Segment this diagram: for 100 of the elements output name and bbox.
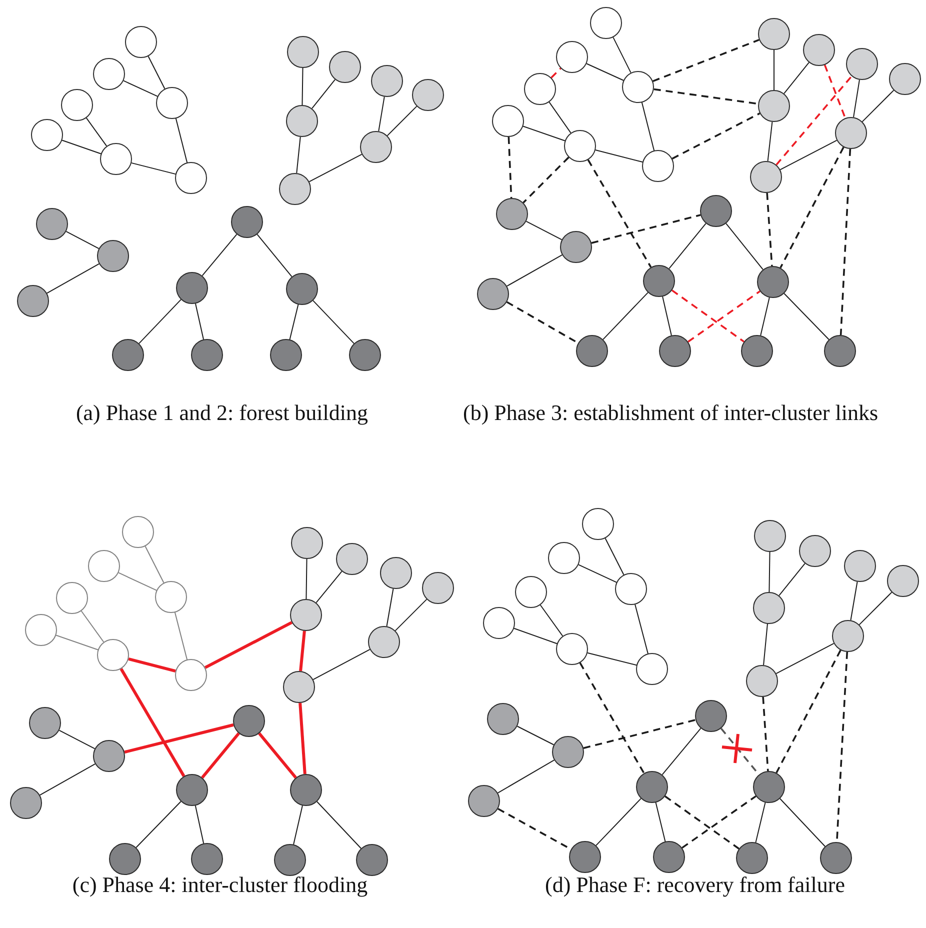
network-node [191, 339, 223, 371]
link-line [780, 140, 838, 170]
network-node [753, 592, 785, 624]
link-line [726, 222, 764, 270]
link-line [394, 598, 428, 632]
network-node [659, 335, 691, 367]
network-node [700, 195, 732, 227]
network-node [615, 573, 647, 605]
link-line [312, 300, 354, 344]
link-line [602, 292, 648, 340]
network-node [468, 785, 500, 817]
link-line [862, 90, 894, 122]
link-line [316, 570, 342, 604]
link-line [760, 297, 770, 336]
link-line [378, 96, 385, 132]
link-line [46, 263, 100, 294]
network-node [622, 71, 654, 103]
link-line [514, 628, 558, 644]
link-line [540, 604, 564, 636]
network-node [548, 542, 580, 574]
dashed-link [591, 214, 701, 244]
network-node [125, 26, 157, 58]
network-node [287, 36, 319, 68]
dashed-link [762, 696, 769, 772]
link-line [596, 798, 642, 846]
network-node [61, 89, 93, 121]
network-node [636, 653, 668, 685]
link-line [312, 648, 370, 680]
network-node [642, 150, 674, 182]
network-node [564, 130, 596, 162]
network-node [889, 63, 921, 95]
network-node [799, 535, 831, 567]
dashed-link [682, 795, 756, 849]
link-line [578, 564, 617, 583]
subfigure-caption: (b) Phase 3: establishment of inter-cluster links [463, 399, 880, 427]
link-line [668, 222, 706, 270]
network-node [412, 79, 444, 111]
link-line [62, 140, 102, 154]
link-line [148, 56, 166, 90]
network-node [175, 659, 207, 691]
network-node [844, 550, 876, 582]
network-node [100, 143, 132, 175]
network-node [757, 266, 789, 298]
network-node [270, 339, 302, 371]
network-node [290, 774, 322, 806]
network-node [97, 240, 129, 272]
link-line [506, 254, 563, 287]
network-node [56, 582, 88, 614]
link-line [308, 154, 362, 182]
network-node [290, 599, 322, 631]
link-line [136, 800, 182, 848]
link-line [655, 802, 666, 842]
dashed-link [776, 76, 852, 166]
link-line [194, 805, 204, 844]
network-node [846, 48, 878, 80]
network-node [371, 65, 403, 97]
dashed-link [776, 650, 842, 774]
network-node [112, 339, 144, 371]
link-line [767, 121, 773, 162]
network-node [233, 705, 265, 737]
network-node [93, 58, 125, 90]
link-line [526, 220, 562, 240]
network-node [820, 842, 852, 874]
network-node [336, 543, 368, 575]
subfigure-caption: (a) Phase 1 and 2: forest building [74, 399, 370, 427]
link-line [302, 68, 304, 106]
link-line [204, 621, 292, 669]
network-node [176, 272, 208, 304]
dashed-link [672, 112, 760, 160]
link-line [641, 102, 655, 151]
link-line [776, 642, 834, 674]
dashed-link [579, 662, 645, 774]
link-line [548, 102, 572, 134]
network-node [643, 265, 675, 297]
link-line [293, 805, 303, 845]
link-line [386, 588, 394, 627]
network-node [496, 198, 528, 230]
dashed-link [766, 192, 773, 266]
link-line [778, 562, 806, 596]
link-line [587, 652, 637, 666]
link-line [763, 623, 768, 666]
network-node [329, 51, 361, 83]
network-node [286, 105, 318, 137]
network-node [552, 736, 584, 768]
link-line [120, 668, 186, 777]
link-line [316, 801, 362, 849]
link-line [779, 798, 826, 847]
link-line [289, 304, 299, 340]
link-line [123, 80, 158, 97]
link-line [131, 162, 176, 175]
network-node [741, 335, 773, 367]
network-node [750, 161, 782, 193]
network-node [231, 206, 263, 238]
link-line [175, 118, 188, 163]
link-line [386, 106, 418, 136]
dashed-link [688, 290, 760, 343]
network-node [93, 740, 125, 772]
network-node [283, 671, 315, 703]
link-line [256, 234, 292, 278]
link-line [195, 303, 204, 340]
